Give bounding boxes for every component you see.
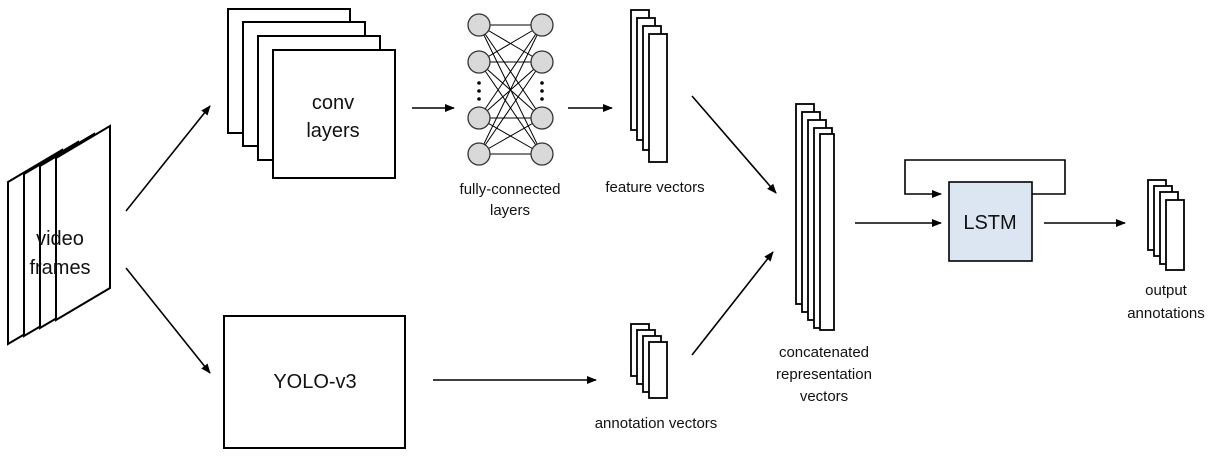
arrows — [125, 95, 1126, 384]
lstm-box — [948, 181, 1033, 262]
concatenated-vectors-stack — [795, 103, 835, 331]
concatenated-label-line3: vectors — [800, 388, 848, 405]
feature-vectors-stack — [630, 9, 668, 163]
arrow-lstm-recurrent-loop — [904, 159, 1066, 198]
concatenated-label-line1: concatenated — [779, 344, 869, 361]
arrow-video-to-yolo — [125, 267, 211, 374]
fc-node — [530, 13, 554, 37]
output-annotations-stack — [1147, 179, 1185, 271]
fc-node — [530, 50, 554, 74]
yolo-box — [223, 315, 406, 449]
ellipsis-dots — [477, 81, 544, 101]
lstm-label: LSTM — [963, 212, 1016, 234]
conv-layers-label-line2: layers — [306, 120, 359, 142]
feature-vectors-label: feature vectors — [605, 179, 704, 196]
video-frames-stack — [7, 124, 111, 346]
arrow-video-to-conv — [125, 105, 211, 212]
arrow-features-to-concat — [691, 95, 777, 194]
output-label-line2: annotations — [1127, 305, 1205, 322]
conv-layers-label-line1: conv — [312, 92, 354, 114]
conv-layers-stack — [227, 8, 396, 179]
concatenated-label-line2: representation — [776, 366, 872, 383]
fc-node — [467, 13, 491, 37]
video-frames-label-line1: video — [36, 228, 84, 250]
fc-node — [467, 50, 491, 74]
fc-edges — [478, 24, 543, 155]
video-frames-label-line2: frames — [29, 257, 90, 279]
fully-connected-label-line2: layers — [490, 202, 530, 219]
fc-node — [467, 106, 491, 130]
fully-connected-label-line1: fully-connected — [460, 181, 561, 198]
annotation-vectors-stack — [630, 323, 668, 399]
output-label-line1: output — [1145, 282, 1188, 299]
fc-node — [467, 142, 491, 166]
arrow-annotations-to-concat — [691, 251, 774, 356]
fully-connected-network — [467, 13, 554, 166]
yolo-label: YOLO-v3 — [273, 371, 356, 393]
fc-node — [530, 142, 554, 166]
fc-node — [530, 106, 554, 130]
annotation-vectors-label: annotation vectors — [595, 415, 718, 432]
